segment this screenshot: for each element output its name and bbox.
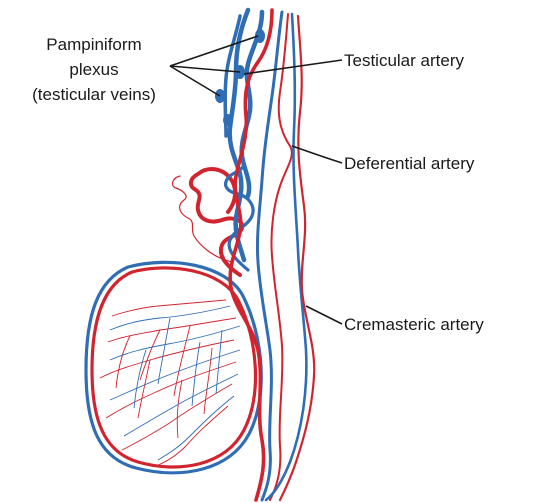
plexus-leader-1 [170, 36, 258, 66]
label-deferential-artery: Deferential artery [292, 146, 475, 173]
plexus-leader-2 [170, 66, 240, 72]
deferential-vessels [257, 12, 291, 500]
label-cremasteric-artery: Cremasteric artery [306, 306, 484, 334]
plexus-leader-3 [170, 66, 220, 96]
testis-fine-vessels [100, 300, 240, 466]
plexus-label-line-3: (testicular veins) [32, 85, 156, 104]
plexus-label-line-2: plexus [69, 60, 118, 79]
plexus-label-line-1: Pampiniform [46, 35, 141, 54]
cremasteric-artery-vessel [280, 16, 314, 500]
testicular-artery-label: Testicular artery [344, 51, 464, 70]
cremasteric-artery-label: Cremasteric artery [344, 315, 484, 334]
deferential-artery-label: Deferential artery [344, 154, 475, 173]
cremasteric-artery-leader [306, 306, 342, 324]
plexus-varix-4 [223, 114, 233, 126]
testis-artery-outline [92, 268, 255, 467]
testis [86, 262, 261, 472]
